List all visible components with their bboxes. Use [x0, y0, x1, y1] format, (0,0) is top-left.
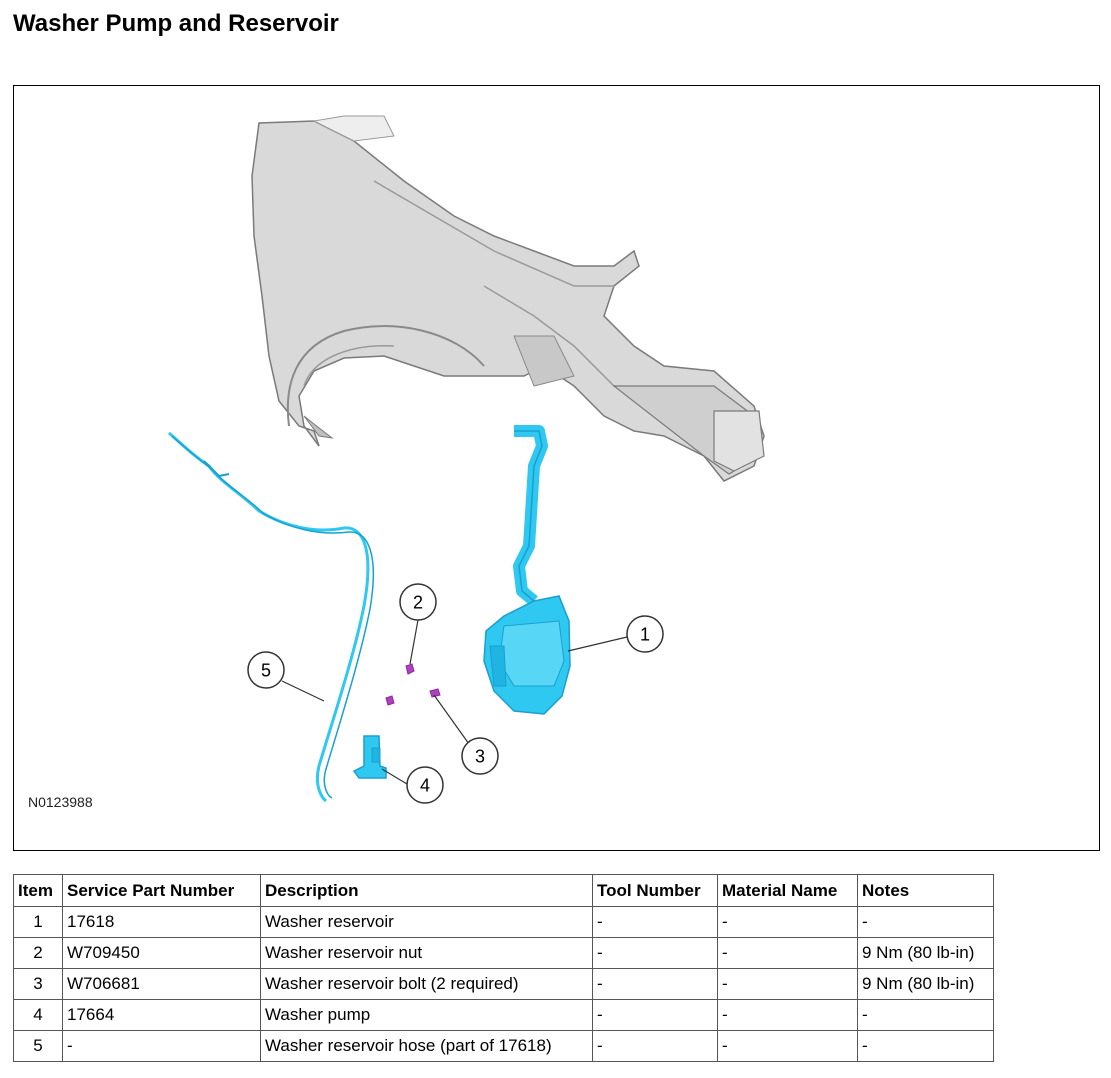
callout-3-label: 3	[475, 747, 485, 767]
cell-description: Washer reservoir	[260, 906, 593, 938]
cell-notes: -	[857, 999, 994, 1031]
table-row: 2 W709450 Washer reservoir nut - - 9 Nm …	[13, 937, 994, 969]
cell-material-name: -	[717, 968, 858, 1000]
callout-1: 1	[626, 615, 664, 653]
callout-4: 4	[406, 766, 444, 804]
parts-table: Item Service Part Number Description Too…	[13, 874, 994, 1062]
header-description: Description	[260, 874, 593, 907]
cell-description: Washer pump	[260, 999, 593, 1031]
cell-item: 3	[13, 968, 63, 1000]
cell-part-number: W706681	[62, 968, 261, 1000]
table-row: 1 17618 Washer reservoir - - -	[13, 906, 994, 938]
cell-notes: -	[857, 906, 994, 938]
washer-reservoir-nut	[405, 663, 415, 675]
header-tool-number: Tool Number	[592, 874, 718, 907]
cell-notes: -	[857, 1030, 994, 1062]
cell-description: Washer reservoir nut	[260, 937, 593, 969]
header-service-part-number: Service Part Number	[62, 874, 261, 907]
washer-reservoir	[483, 425, 571, 715]
washer-reservoir-hose	[168, 431, 375, 803]
table-header-row: Item Service Part Number Description Too…	[13, 874, 994, 907]
callout-1-label: 1	[640, 625, 650, 645]
table-row: 3 W706681 Washer reservoir bolt (2 requi…	[13, 968, 994, 1000]
cell-material-name: -	[717, 1030, 858, 1062]
cell-material-name: -	[717, 906, 858, 938]
callout-4-label: 4	[420, 776, 430, 796]
cell-notes: 9 Nm (80 lb-in)	[857, 937, 994, 969]
header-material-name: Material Name	[717, 874, 858, 907]
fender-body-structure	[251, 115, 765, 482]
callout-2-label: 2	[413, 593, 423, 613]
cell-item: 2	[13, 937, 63, 969]
cell-tool-number: -	[592, 1030, 718, 1062]
cell-material-name: -	[717, 937, 858, 969]
cell-part-number: 17618	[62, 906, 261, 938]
callout-leader-lines	[281, 619, 628, 785]
washer-reservoir-bolts	[385, 688, 441, 706]
exploded-view-figure: 1 2 3 4 5 N0123988	[13, 85, 1100, 851]
cell-notes: 9 Nm (80 lb-in)	[857, 968, 994, 1000]
cell-item: 5	[13, 1030, 63, 1062]
callout-2: 2	[399, 583, 437, 621]
cell-item: 1	[13, 906, 63, 938]
header-item: Item	[13, 874, 63, 907]
callout-3: 3	[461, 737, 499, 775]
cell-part-number: 17664	[62, 999, 261, 1031]
callout-5-label: 5	[261, 661, 271, 681]
cell-material-name: -	[717, 999, 858, 1031]
cell-tool-number: -	[592, 937, 718, 969]
callout-5: 5	[247, 651, 285, 689]
header-notes: Notes	[857, 874, 994, 907]
figure-id-label: N0123988	[28, 794, 93, 810]
cell-part-number: -	[62, 1030, 261, 1062]
cell-tool-number: -	[592, 906, 718, 938]
cell-description: Washer reservoir hose (part of 17618)	[260, 1030, 593, 1062]
cell-description: Washer reservoir bolt (2 required)	[260, 968, 593, 1000]
table-row: 4 17664 Washer pump - - -	[13, 999, 994, 1031]
cell-tool-number: -	[592, 968, 718, 1000]
cell-tool-number: -	[592, 999, 718, 1031]
cell-item: 4	[13, 999, 63, 1031]
cell-part-number: W709450	[62, 937, 261, 969]
table-row: 5 - Washer reservoir hose (part of 17618…	[13, 1030, 994, 1062]
exploded-view-illustration: 1 2 3 4 5	[168, 115, 765, 804]
page-title: Washer Pump and Reservoir	[13, 10, 339, 37]
washer-pump	[352, 735, 387, 779]
